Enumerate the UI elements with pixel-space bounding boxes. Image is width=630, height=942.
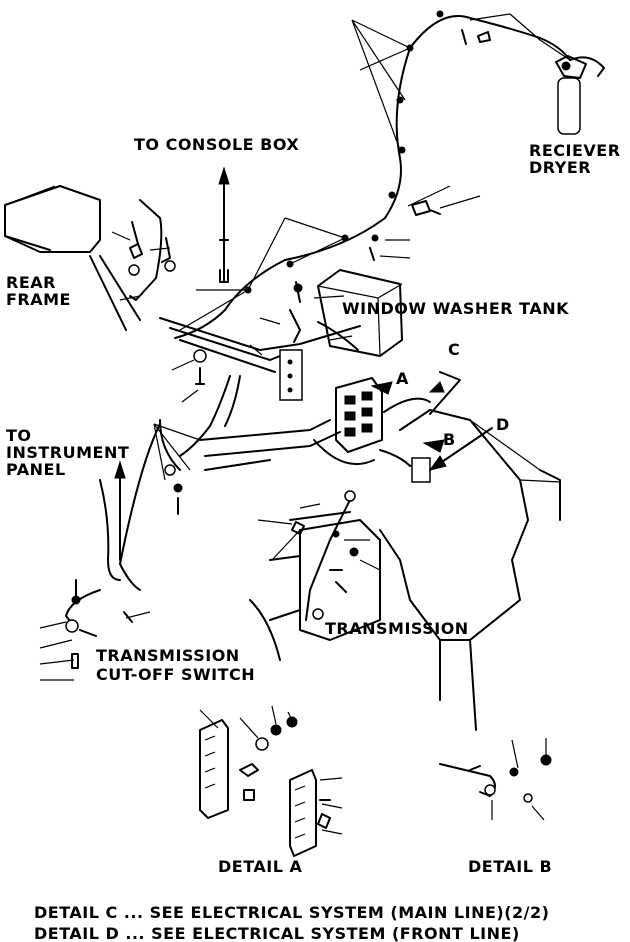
- callout-c: C: [448, 340, 461, 359]
- window-washer-tank: [317, 269, 403, 357]
- receiver-dryer-label-line2: DRYER: [529, 158, 592, 177]
- cutoff-switch-label-line1: TRANSMISSION: [96, 646, 240, 665]
- cutoff-switch-label-line2: CUT-OFF SWITCH: [96, 665, 256, 684]
- callout-b: B: [443, 430, 456, 449]
- rear-frame-label-line1: REAR: [6, 273, 56, 292]
- central-harness: [159, 281, 361, 471]
- note-detail-d: DETAIL D ... SEE ELECTRICAL SYSTEM (FRON…: [34, 924, 520, 942]
- window-washer-tank-label: WINDOW WASHER TANK: [342, 299, 569, 318]
- rear-frame-fasteners: [111, 199, 176, 301]
- transmission-label: TRANSMISSION: [325, 619, 469, 638]
- instrument-harness: [39, 423, 201, 681]
- rear-frame: [4, 185, 141, 331]
- note-detail-c: DETAIL C ... SEE ELECTRICAL SYSTEM (MAIN…: [34, 903, 550, 922]
- callout-a: A: [396, 369, 409, 388]
- to-instrument-panel-line3: PANEL: [6, 460, 66, 479]
- receiver-dryer-label-line1: RECIEVER: [529, 141, 621, 160]
- upper-harness: [174, 10, 571, 339]
- transmission-housing: [249, 409, 561, 731]
- to-instrument-panel-line2: INSTRUMENT: [6, 443, 130, 462]
- callout-d: D: [496, 415, 510, 434]
- detail-b-label: DETAIL B: [468, 857, 553, 876]
- console-arrow: [218, 166, 230, 283]
- receiver-dryer: [555, 55, 605, 135]
- detail-a-label: DETAIL A: [218, 857, 303, 876]
- to-console-box-label: TO CONSOLE BOX: [134, 135, 300, 154]
- rear-frame-label-line2: FRAME: [6, 290, 71, 309]
- detail-b-drawing: [439, 738, 552, 821]
- transmission-cables: [257, 490, 381, 621]
- to-instrument-panel-line1: TO: [6, 426, 32, 445]
- relay-block: [313, 371, 493, 483]
- detail-a-drawing: [199, 705, 343, 857]
